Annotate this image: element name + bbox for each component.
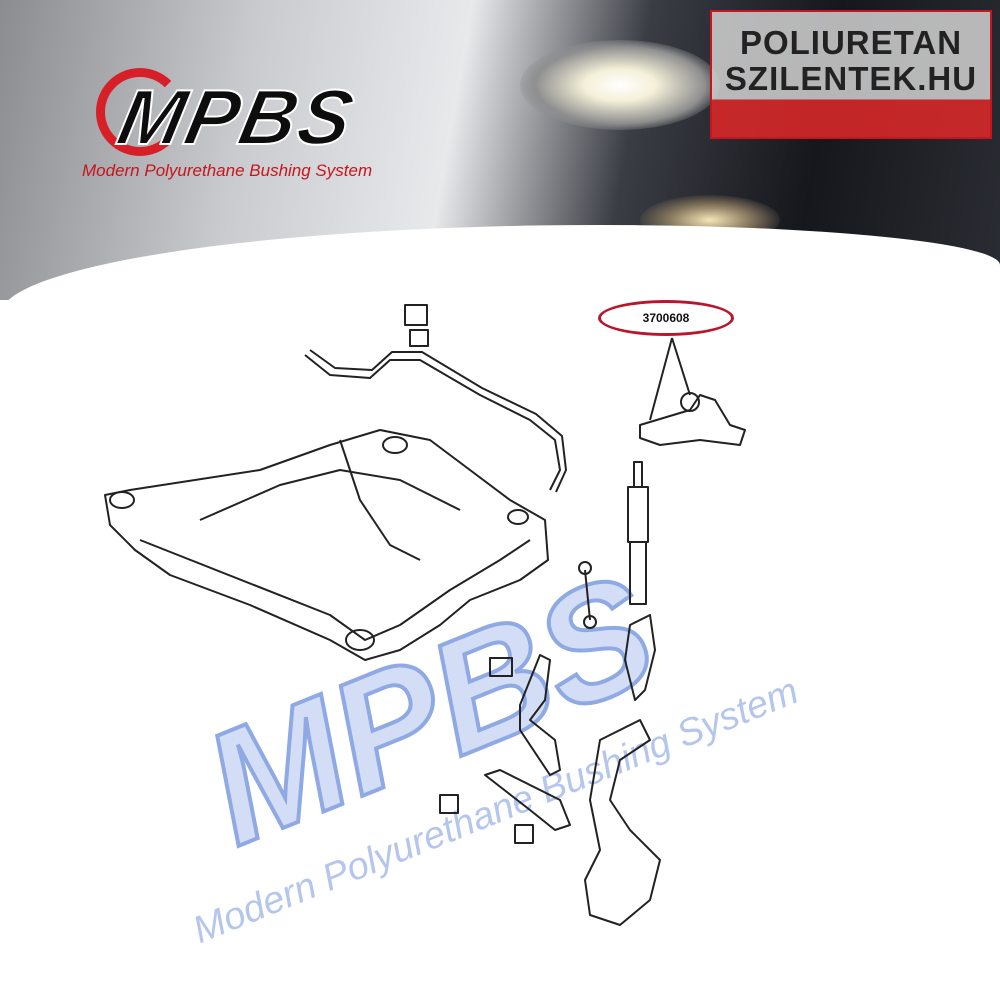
site-badge: POLIURETAN SZILENTEK.HU bbox=[710, 10, 992, 139]
upper-control-arm bbox=[639, 337, 746, 446]
badge-line-1: POLIURETAN bbox=[739, 24, 963, 61]
stabilizer-link bbox=[578, 561, 597, 629]
logo-tagline: Modern Polyurethane Bushing System bbox=[82, 161, 373, 180]
content-background bbox=[0, 225, 1000, 1000]
logo-ring-icon bbox=[96, 68, 184, 156]
knuckle-and-arms bbox=[439, 614, 661, 926]
stabilizer-bar bbox=[304, 304, 567, 493]
shock-absorber bbox=[627, 461, 649, 605]
mpbs-logo: MPBS Modern Polyurethane Bushing System bbox=[40, 30, 540, 180]
headlight-image bbox=[520, 40, 720, 130]
part-number-label: 3700608 bbox=[598, 300, 734, 336]
subframe bbox=[104, 429, 549, 661]
badge-line-2: SZILENTEK.HU bbox=[724, 60, 978, 97]
